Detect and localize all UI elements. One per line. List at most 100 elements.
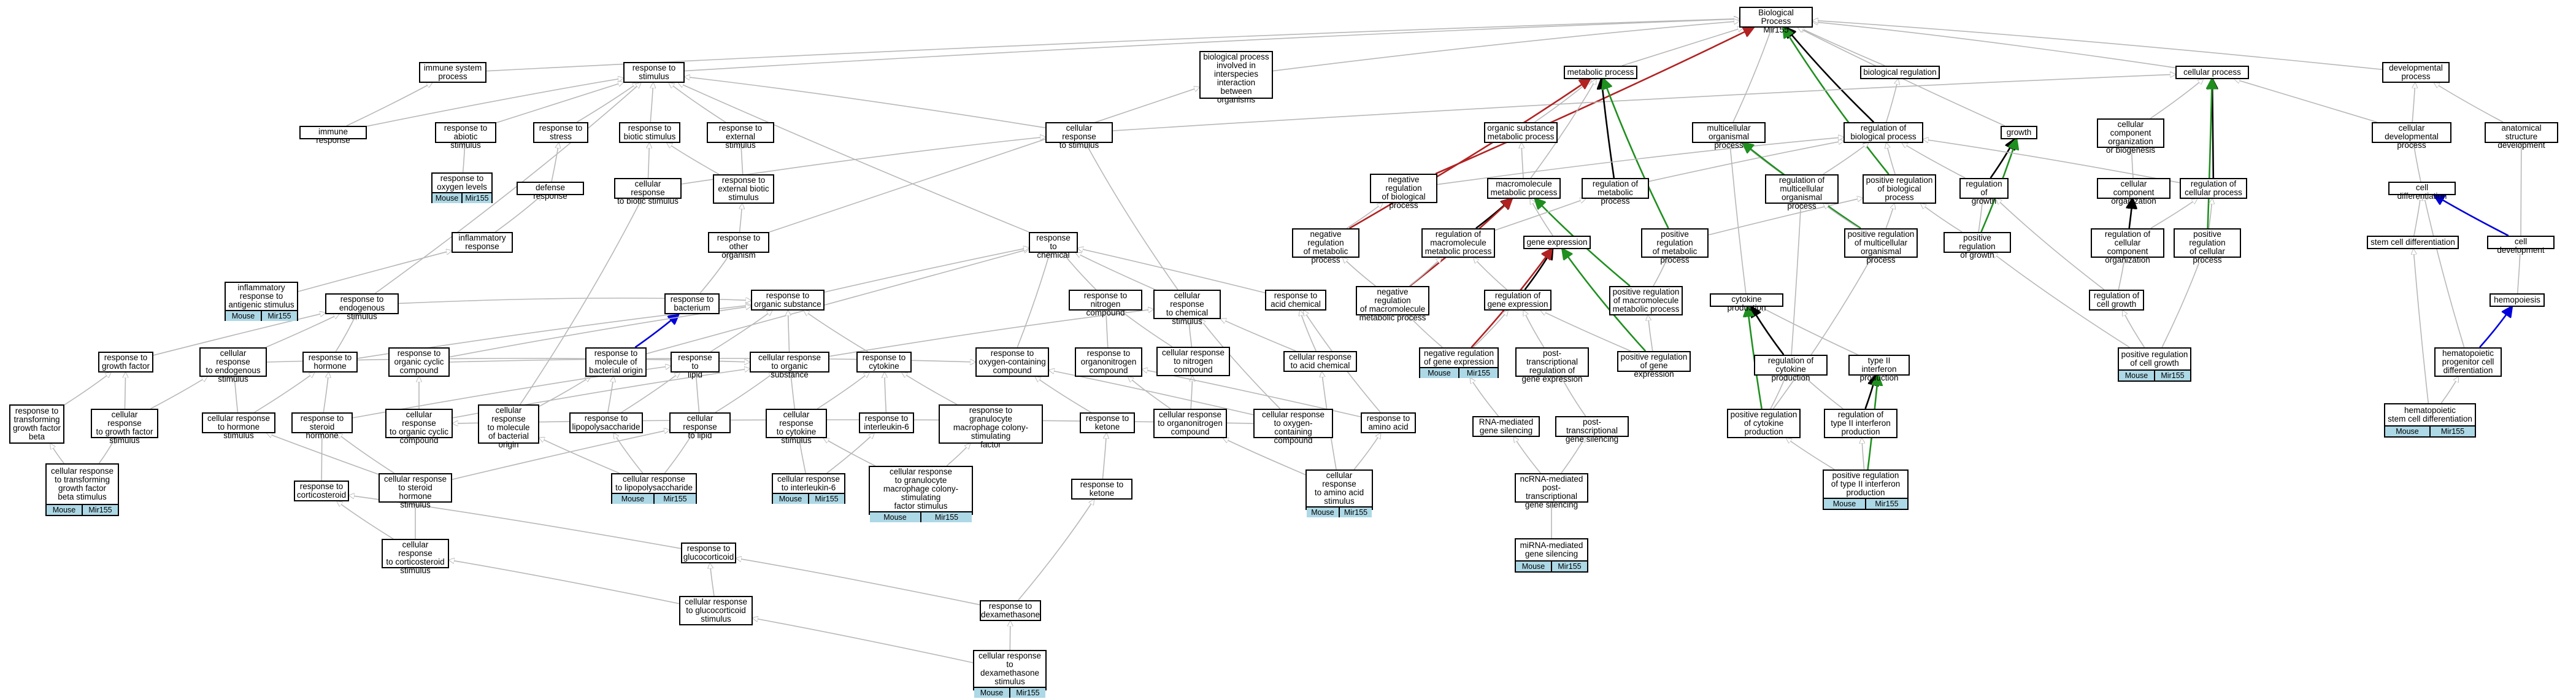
go-term-node[interactable]: stem cell differentiation — [2367, 236, 2459, 249]
go-term-node[interactable]: response to external biotic stimulus — [713, 174, 774, 204]
go-term-node[interactable]: cellular response to acid chemical — [1283, 351, 1357, 372]
go-term-node[interactable]: response to interleukin-6 — [859, 412, 914, 433]
go-term-node[interactable]: response to abiotic stimulus — [435, 122, 496, 150]
go-term-node[interactable]: regulation of cytokine production — [1754, 355, 1828, 382]
go-term-node[interactable]: positive regulation of macromolecule met… — [1609, 286, 1683, 315]
go-term-node[interactable]: cellular response to amino acid stimulus… — [1305, 469, 1373, 517]
go-term-node[interactable]: response to dexamethasone — [980, 600, 1041, 621]
go-term-node[interactable]: gene expression — [1523, 236, 1591, 249]
go-term-node[interactable]: hematopoietic progenitor cell differenti… — [2434, 347, 2502, 377]
go-term-node[interactable]: cellular process — [2175, 66, 2249, 79]
go-term-node[interactable]: response to granulocyte macrophage colon… — [939, 404, 1043, 449]
go-term-node[interactable]: response to hormone — [302, 352, 358, 373]
go-term-node[interactable]: response to organic cyclic compound — [388, 347, 450, 377]
go-term-node[interactable]: cellular response to dexamethasone stimu… — [973, 650, 1047, 698]
go-term-node[interactable]: post-transcriptional regulation of gene … — [1515, 347, 1589, 384]
go-term-node[interactable]: defense response — [517, 182, 584, 201]
go-term-node[interactable]: response to oxygen-containing compound — [975, 347, 1049, 377]
go-term-node[interactable]: developmental process — [2382, 62, 2450, 83]
go-term-node[interactable]: response to stress — [533, 122, 588, 143]
go-term-node[interactable]: hemopoiesis — [2489, 293, 2545, 307]
go-term-node[interactable]: metabolic process — [1564, 66, 1637, 79]
go-term-node[interactable]: positive regulation of biological proces… — [1863, 174, 1936, 204]
go-term-node[interactable]: post-transcriptional gene silencing — [1555, 416, 1629, 444]
go-term-node[interactable]: immune system process — [419, 62, 486, 83]
go-term-node[interactable]: growth — [2001, 126, 2037, 139]
go-term-node[interactable]: regulation of growth — [1959, 178, 2009, 206]
go-term-node[interactable]: response to external stimulus — [707, 122, 774, 150]
go-term-node[interactable]: response to stimulus — [623, 62, 685, 83]
go-term-node[interactable]: regulation of type II interferon product… — [1824, 409, 1897, 438]
go-term-node[interactable]: anatomical structure development — [2485, 122, 2558, 150]
go-term-node[interactable]: response to organonitrogen compound — [1075, 347, 1142, 377]
go-term-node[interactable]: cellular response to hormone stimulus — [202, 412, 275, 440]
go-term-node[interactable]: Biological Process Mir155 — [1739, 7, 1813, 34]
go-term-node[interactable]: positive regulation of metabolic process — [1641, 228, 1709, 265]
go-term-node[interactable]: regulation of multicellular organismal p… — [1765, 174, 1839, 210]
go-term-node[interactable]: negative regulation of macromolecule met… — [1356, 286, 1429, 322]
go-term-node[interactable]: cellular response to biotic stimulus — [614, 178, 682, 206]
go-term-node[interactable]: inflammatory response — [452, 232, 513, 253]
go-term-node[interactable]: cellular response to cytokine stimulus — [766, 409, 827, 445]
go-term-node[interactable]: response to corticosteroid — [294, 481, 349, 501]
go-term-node[interactable]: response to steroid hormone — [291, 412, 353, 440]
go-term-node[interactable]: negative regulation of biological proces… — [1370, 174, 1437, 210]
go-term-node[interactable]: response to amino acid — [1361, 412, 1416, 433]
go-term-node[interactable]: positive regulation of growth — [1944, 232, 2011, 260]
go-term-node[interactable]: response to transforming growth factor b… — [9, 404, 64, 444]
go-term-node[interactable]: cellular response to chemical stimulus — [1153, 290, 1221, 326]
go-term-node[interactable]: cellular response to organic substance — [750, 352, 829, 379]
go-term-node[interactable]: cellular component organization — [2097, 178, 2170, 206]
go-term-node[interactable]: response to molecule of bacterial origin — [585, 347, 647, 377]
go-term-node[interactable]: inflammatory response to antigenic stimu… — [225, 282, 298, 321]
go-term-node[interactable]: regulation of macromolecule metabolic pr… — [1421, 228, 1495, 258]
go-term-node[interactable]: response to other organism — [708, 232, 769, 260]
go-term-node[interactable]: response to lipopolysaccharide — [569, 412, 643, 433]
go-term-node[interactable]: cellular response to nitrogen compound — [1156, 347, 1230, 376]
go-term-node[interactable]: response to growth factor — [98, 352, 153, 373]
go-term-node[interactable]: response to biotic stimulus — [619, 122, 680, 143]
go-term-node[interactable]: type II interferon production — [1848, 355, 1910, 382]
go-term-node[interactable]: cellular developmental process — [2372, 122, 2451, 150]
go-term-node[interactable]: regulation of metabolic process — [1582, 178, 1649, 206]
go-term-node[interactable]: cellular response to endogenous stimulus — [199, 347, 267, 384]
go-term-node[interactable]: regulation of cellular component organiz… — [2091, 228, 2164, 265]
go-term-node[interactable]: cellular response to transforming growth… — [45, 463, 119, 516]
go-term-node[interactable]: ncRNA-mediated post-transcriptional gene… — [1515, 473, 1588, 509]
go-term-node[interactable]: response to cytokine — [856, 352, 912, 373]
go-term-node[interactable]: cell differentiation — [2388, 182, 2456, 201]
go-term-node[interactable]: cell development — [2487, 236, 2555, 255]
go-term-node[interactable]: cellular response to growth factor stimu… — [91, 409, 158, 445]
go-term-node[interactable]: multicellular organismal process — [1692, 122, 1766, 150]
go-term-node[interactable]: response to organic substance — [751, 290, 825, 311]
go-term-node[interactable]: response to nitrogen compound — [1069, 290, 1142, 317]
go-term-node[interactable]: positive regulation of gene expression — [1617, 351, 1691, 379]
go-term-node[interactable]: positive regulation of type II interfero… — [1823, 469, 1909, 510]
go-term-node[interactable]: response to endogenous stimulus — [325, 293, 399, 321]
go-term-node[interactable]: cytokine production — [1710, 293, 1783, 312]
go-term-node[interactable]: response to chemical — [1029, 232, 1078, 260]
go-term-node[interactable]: cellular response to organic cyclic comp… — [385, 409, 453, 445]
go-term-node[interactable]: cellular component organization or bioge… — [2097, 118, 2164, 155]
go-term-node[interactable]: biological regulation — [1860, 66, 1940, 79]
go-term-node[interactable]: cellular response to stimulus — [1045, 122, 1113, 150]
go-term-node[interactable]: cellular response to lipid — [669, 412, 731, 440]
go-term-node[interactable]: regulation of biological process — [1844, 122, 1923, 143]
go-term-node[interactable]: cellular response to oxygen-containing c… — [1253, 409, 1333, 445]
go-term-node[interactable]: regulation of cellular process — [2180, 178, 2247, 199]
go-term-node[interactable]: cellular response to molecule of bacteri… — [478, 404, 539, 449]
go-term-node[interactable]: cellular response to granulocyte macroph… — [869, 466, 973, 522]
go-term-node[interactable]: response to lipid — [671, 352, 720, 379]
go-term-node[interactable]: cellular response to organonitrogen comp… — [1153, 409, 1227, 438]
go-term-node[interactable]: response to bacterium — [664, 293, 720, 314]
go-term-node[interactable]: immune response — [299, 126, 367, 145]
go-term-node[interactable]: cellular response to glucocorticoid stim… — [679, 596, 753, 625]
go-term-node[interactable]: cellular response to steroid hormone sti… — [379, 473, 452, 509]
